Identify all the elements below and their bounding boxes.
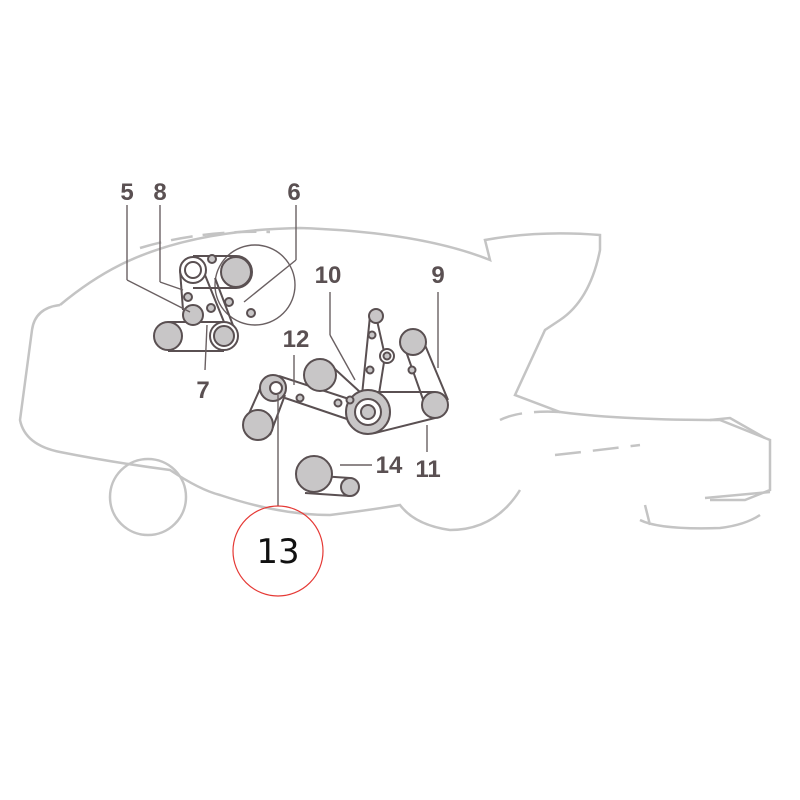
pulley: [242, 409, 274, 441]
label-9: 9: [431, 262, 444, 289]
front-wheel: [108, 457, 188, 537]
pulley: [295, 455, 333, 493]
label-14: 14: [376, 452, 403, 479]
label-7: 7: [196, 377, 209, 404]
pulley: [303, 358, 337, 392]
pulley: [421, 391, 449, 419]
label-6: 6: [287, 179, 300, 206]
label-8: 8: [153, 179, 166, 206]
pulley: [340, 477, 360, 497]
leader-lines: [126, 205, 439, 506]
label-12: 12: [283, 326, 310, 353]
pulley: [153, 321, 183, 351]
callout-label-13: 13: [256, 532, 299, 572]
pulley: [220, 256, 252, 288]
belt-group-engine: [153, 244, 296, 352]
pulley: [368, 308, 384, 324]
pulley: [182, 304, 204, 326]
label-11: 11: [415, 456, 440, 483]
label-5: 5: [120, 179, 133, 206]
pulley: [399, 328, 427, 356]
harvester-outline: [18, 226, 772, 537]
label-10: 10: [315, 262, 342, 289]
callout-circle: [232, 505, 324, 597]
belt-group-threshing: [242, 308, 449, 497]
